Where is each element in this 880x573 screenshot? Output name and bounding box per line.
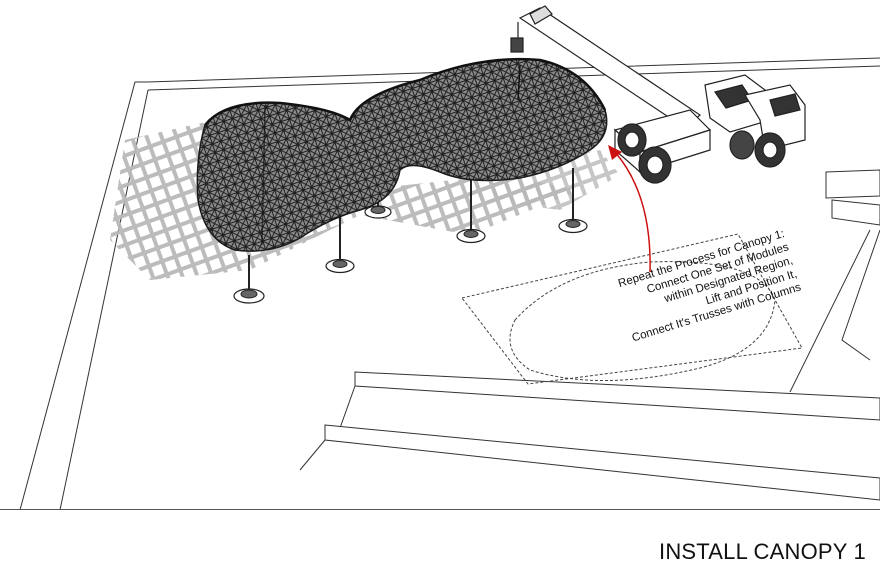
crane-truck-icon: [510, 5, 806, 184]
stacked-materials: [825, 169, 880, 226]
canopy-truss-icon: [196, 57, 608, 252]
designated-region: [461, 233, 803, 385]
curved-arrow-icon: [608, 145, 651, 273]
page-title: INSTALL CANOPY 1: [659, 539, 866, 564]
columns: [233, 168, 588, 304]
steel-beams: [299, 371, 880, 501]
column-base-icon: [558, 168, 588, 234]
isometric-drawing: [19, 5, 880, 510]
column-base-icon: [325, 215, 355, 274]
column-base-icon: [233, 255, 265, 304]
title-divider: [0, 509, 880, 510]
column-base-icon: [456, 180, 486, 244]
